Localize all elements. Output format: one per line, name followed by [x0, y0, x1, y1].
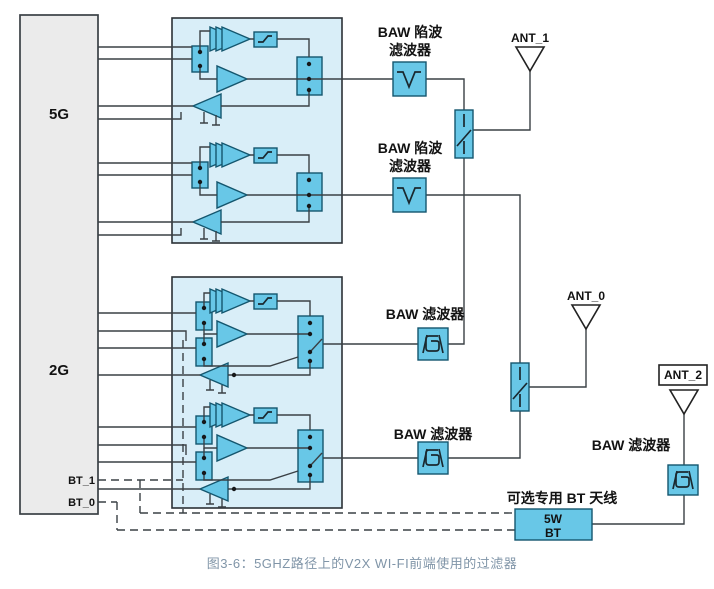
chip-5g-label: 5G	[49, 106, 69, 123]
baw-filter-1: BAW 滤波器	[386, 306, 466, 361]
baw-notch-filter-1: BAW 陷波 滤波器	[378, 24, 444, 97]
chip-bt1-label: BT_1	[68, 475, 95, 487]
chip-2g-label: 2G	[49, 362, 69, 379]
notch-filter-1-label-line1: BAW 陷波	[378, 24, 444, 40]
antenna-ant2: ANT_2	[658, 364, 708, 415]
baw-notch-filter-2: BAW 陷波 滤波器	[378, 140, 444, 213]
antenna-icon	[515, 46, 545, 72]
antenna-ant1: ANT_1	[511, 31, 549, 72]
baw-filter-2: BAW 滤波器	[394, 426, 474, 475]
notch-filter-2-label-line1: BAW 陷波	[378, 140, 444, 156]
bt-optional-label: 可选专用 BT 天线	[507, 490, 617, 506]
notch-filter-1-label-line2: 滤波器	[389, 42, 432, 58]
baw-filter-1-label: BAW 滤波器	[386, 306, 466, 322]
baw-filter-2-label: BAW 滤波器	[394, 426, 474, 442]
antenna-icon	[571, 304, 601, 330]
notch-filter-2-label-line2: 滤波器	[389, 158, 432, 174]
ant2-label: ANT_2	[664, 368, 702, 382]
bt-box-line2: BT	[545, 526, 562, 540]
antenna-icon	[669, 389, 699, 415]
baw-filter-3: BAW 滤波器	[592, 437, 699, 496]
baw-filter-3-label: BAW 滤波器	[592, 437, 672, 453]
figure-caption: 图3-6：5GHZ路径上的V2X WI-FI前端使用的过滤器	[207, 556, 517, 571]
antenna-ant0: ANT_0	[567, 289, 605, 330]
chip-bt0-label: BT_0	[68, 497, 95, 509]
interconnect-wires	[342, 71, 685, 525]
bt-antenna-module: 可选专用 BT 天线 5W BT	[507, 490, 617, 541]
ant0-label: ANT_0	[567, 289, 605, 303]
bt-dashed-wires	[98, 340, 515, 531]
antenna-switch-ant1	[454, 109, 474, 159]
transceiver-chip-box: 5G 2G BT_1 BT_0	[19, 14, 99, 515]
bt-box-line1: 5W	[544, 512, 563, 526]
ant1-label: ANT_1	[511, 31, 549, 45]
antenna-switch-ant0	[510, 362, 530, 412]
